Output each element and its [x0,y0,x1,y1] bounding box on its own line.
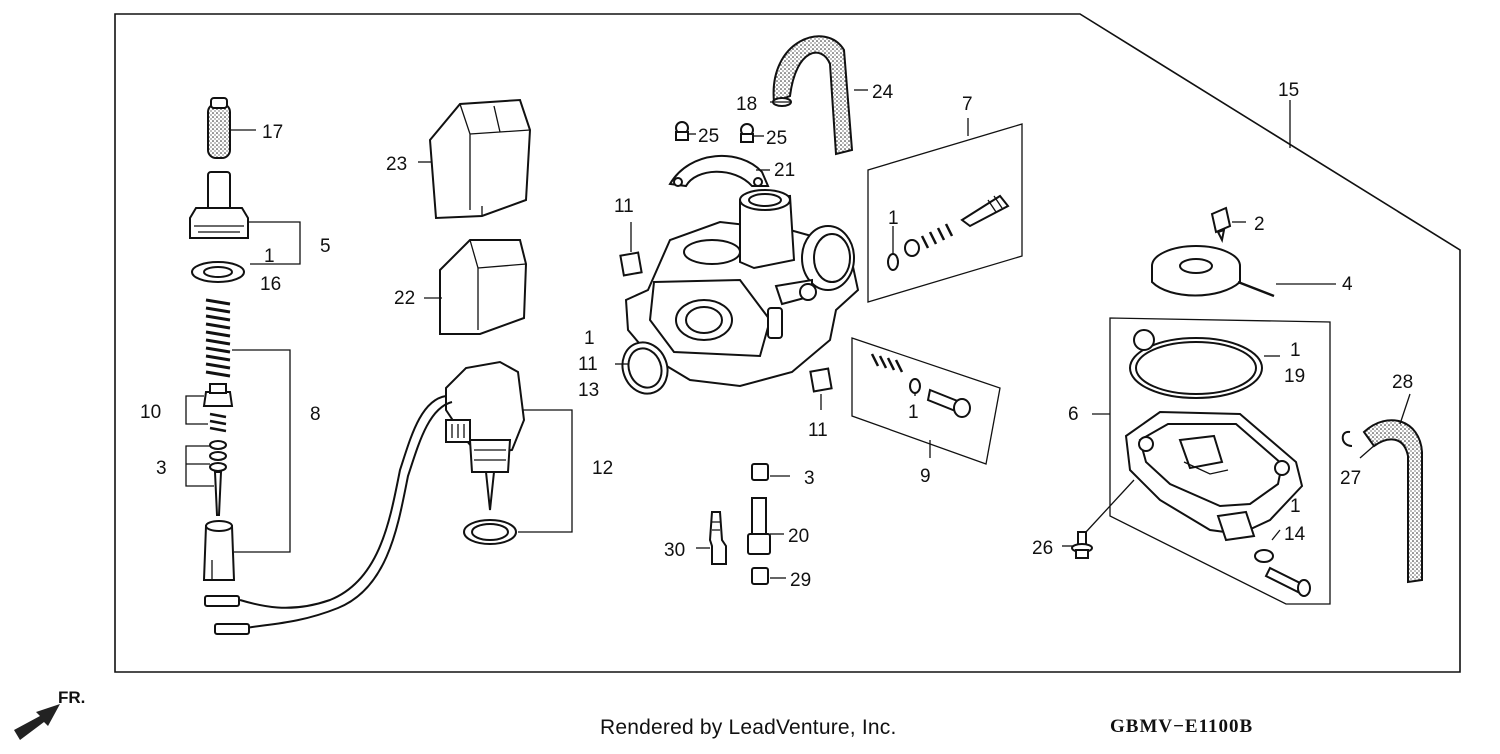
o-ring-16 [191,261,245,283]
retainer-10 [202,383,234,433]
drain-screw [1264,566,1311,597]
choke-wire [239,395,447,609]
throttle-valve [202,520,236,581]
diagram-frame [114,13,1461,673]
washer-14 [1254,549,1274,563]
callout-24: 24 [872,82,894,103]
callout-1: 1 [908,402,919,423]
slow-jet-30 [708,511,727,565]
top-assy-5 [189,171,249,239]
callout-9: 9 [920,466,931,487]
callout-11: 11 [614,196,634,217]
callout-16: 16 [260,274,281,295]
callout-23: 23 [386,154,407,175]
callout-1: 1 [1290,496,1301,517]
screw-set-9 [870,353,971,418]
gasket-11a [619,251,643,277]
callout-1: 1 [1290,340,1301,361]
callout-7: 7 [962,94,973,115]
jet-3 [751,463,769,481]
clamp-21 [668,154,770,188]
needle-clip-3 [209,440,227,516]
callout-25: 25 [698,126,719,147]
needle-jet-20 [747,497,771,555]
callout-21: 21 [774,160,795,181]
box-9 [851,337,1001,465]
callout-18: 18 [736,94,757,115]
spring-8 [205,298,231,378]
callout-20: 20 [788,526,809,547]
cap-17 [207,97,231,159]
callout-27: 27 [1340,468,1361,489]
carburetor-body [624,189,860,388]
gasket-13 [621,341,669,395]
cover-22 [439,239,528,335]
clip-27 [1341,430,1353,447]
screw-25b [740,123,754,143]
callout-6: 6 [1068,404,1079,425]
front-label: FR. [58,688,86,707]
drain-tube-28 [1362,419,1423,584]
valve-2 [1210,206,1232,244]
callout-13: 13 [578,380,599,401]
callout-11: 11 [578,354,598,375]
diagram-code: GBMV−E1100B [1110,716,1254,737]
callout-22: 22 [394,288,415,309]
front-arrow-icon [14,704,60,740]
main-jet-29 [751,567,769,585]
callout-5: 5 [320,236,331,257]
float-4 [1151,245,1275,298]
callout-29: 29 [790,570,811,591]
callout-26: 26 [1032,538,1053,559]
callout-17: 17 [262,122,283,143]
box-7 [867,123,1023,303]
callout-1: 1 [584,328,595,349]
callout-12: 12 [592,458,613,479]
callout-19: 19 [1284,366,1305,387]
auto-choke-12 [445,360,526,545]
gasket-11b [809,367,833,393]
callout-15: 15 [1278,80,1299,101]
gasket-19 [1129,329,1263,399]
float-chamber-6 [1124,410,1304,542]
callout-30: 30 [664,540,685,561]
callout-28: 28 [1392,372,1413,393]
bracket-3 [185,445,214,487]
screw-25a [675,121,689,141]
callout-10: 10 [140,402,161,423]
callout-2: 2 [1254,214,1265,235]
callout-3: 3 [804,468,815,489]
bracket-12 [518,409,573,533]
bracket-5-16 [248,221,301,265]
callout-8: 8 [310,404,321,425]
box-6 [1109,317,1331,605]
bracket-10 [185,395,208,425]
callout-3: 3 [156,458,167,479]
callout-14: 14 [1284,524,1306,545]
pilot-screw-7 [887,194,1010,271]
callout-25: 25 [766,128,787,149]
wire-connector [204,595,250,635]
callout-1: 1 [264,246,275,267]
footer-credit: Rendered by LeadVenture, Inc. [600,716,897,739]
callout-4: 4 [1342,274,1353,295]
callout-11: 11 [808,420,828,441]
screw-26 [1071,531,1093,559]
bracket-8 [232,349,291,553]
callout-1: 1 [888,208,899,229]
cover-23 [428,98,532,220]
